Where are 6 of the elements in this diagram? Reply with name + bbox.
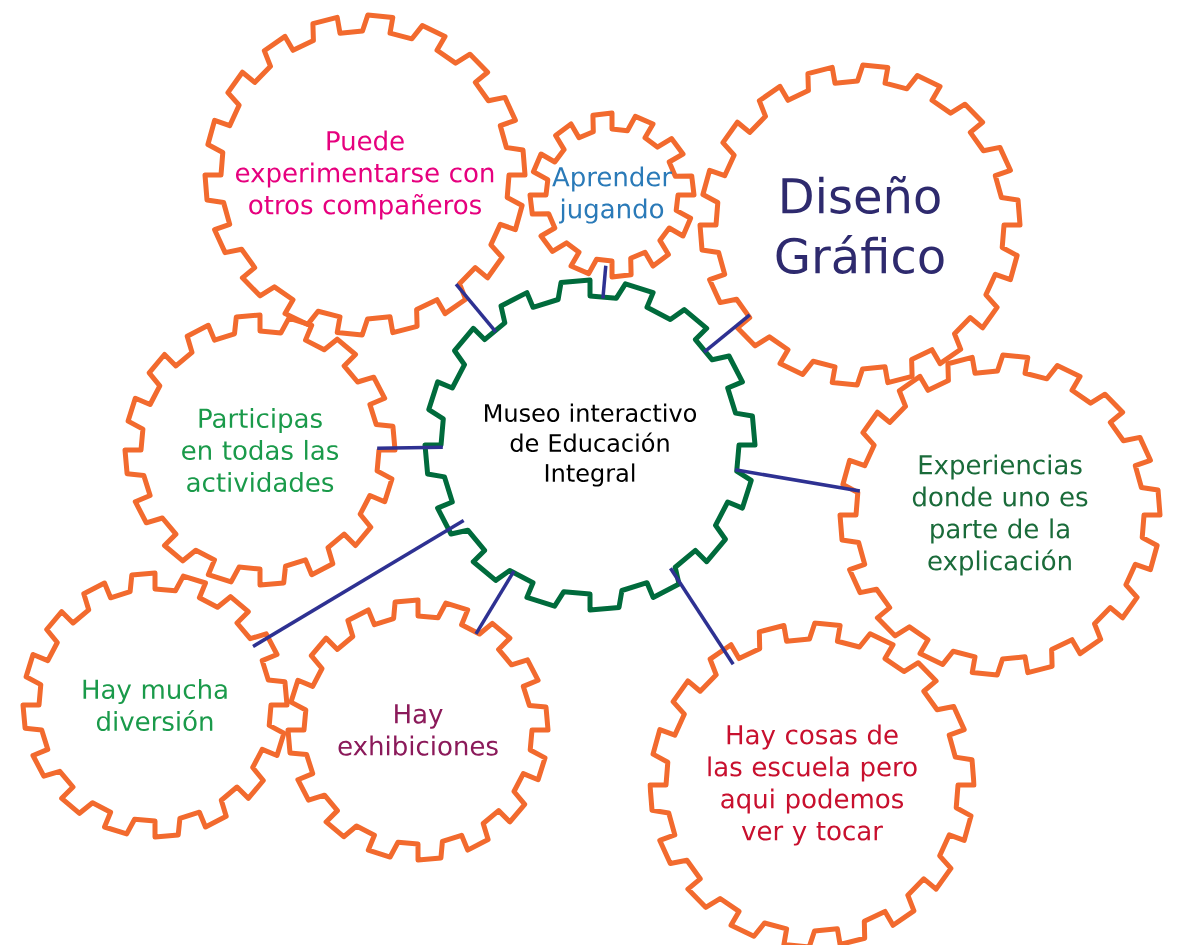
connector-line bbox=[734, 468, 861, 493]
hub-gear: Museo interactivo de Educación Integral bbox=[422, 277, 758, 613]
connector-line bbox=[377, 445, 443, 450]
connector-line bbox=[703, 313, 751, 354]
connector-line bbox=[252, 519, 465, 648]
connector-line bbox=[669, 567, 735, 666]
